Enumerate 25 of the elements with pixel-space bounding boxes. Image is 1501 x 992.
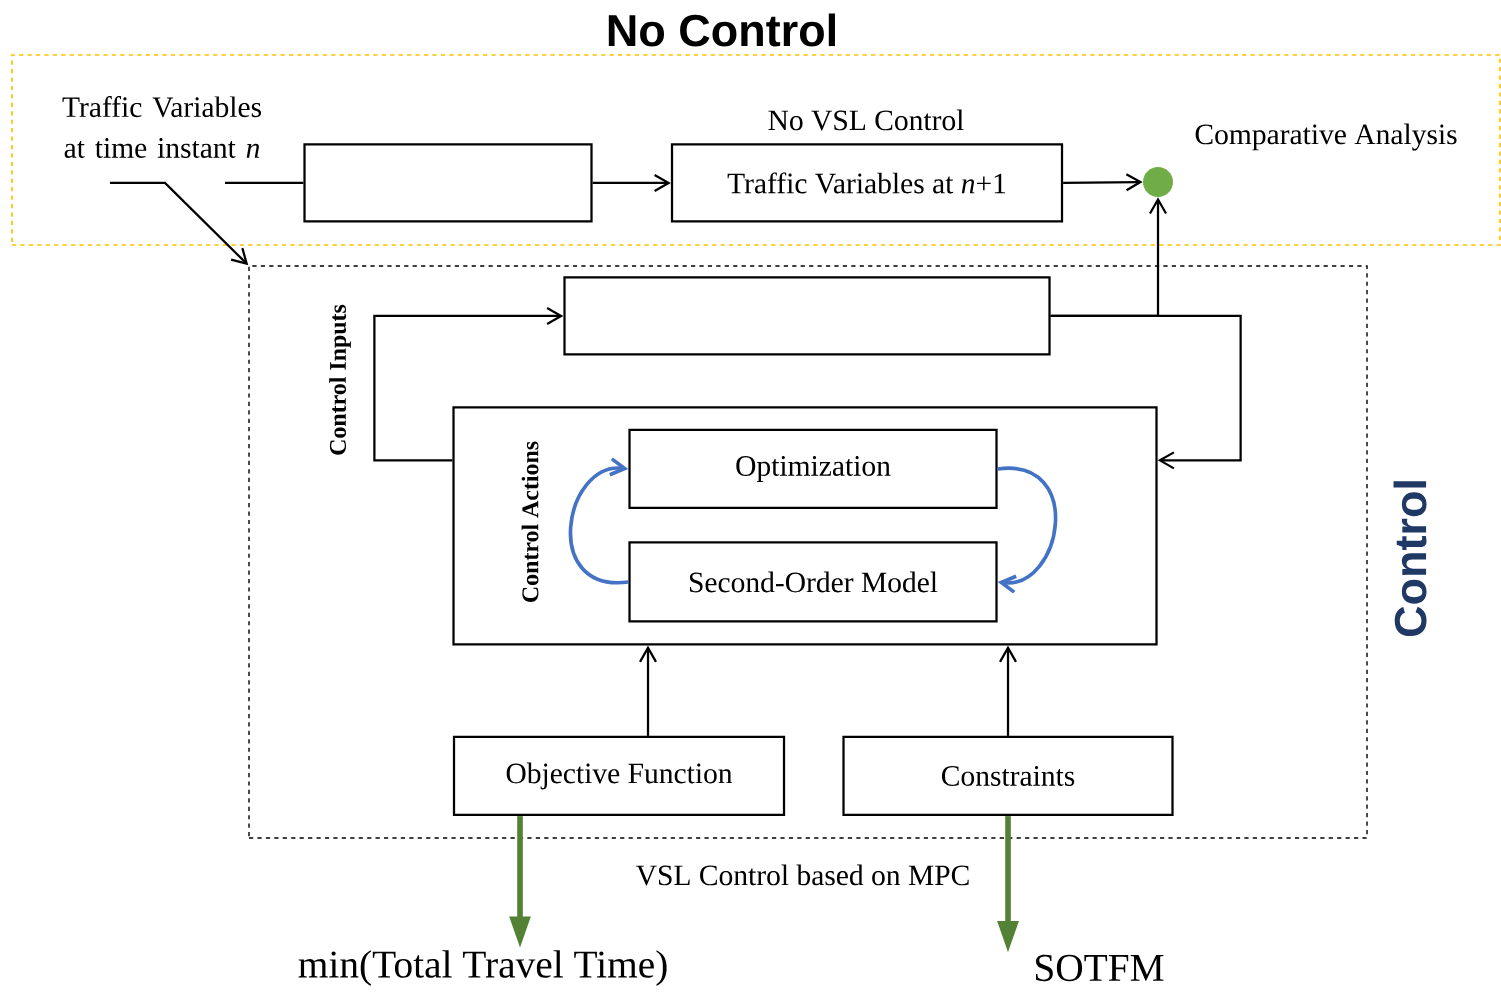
text-label: Traffic Variables at time instant n [62,96,262,158]
region-title: No Control [608,13,835,47]
process-box: Constraints [842,735,1174,817]
empty-box [303,143,593,223]
edge-label: Control Inputs [329,304,351,455]
process-box: Optimization [628,428,998,510]
text-label: min(Total Travel Time) [298,950,667,986]
arrow [373,307,564,462]
process-box: Traffic Variables at n+1 [670,143,1064,223]
text-label: SOTFM [1036,954,1164,982]
region-title: Control [1393,481,1427,637]
arrow [568,457,629,584]
arrow [1063,173,1143,192]
caption-text: Comparative Analysis [1195,123,1457,151]
empty-box [563,276,1051,356]
arrow [639,645,657,736]
arrow [592,174,671,192]
caption-text: No VSL Control [768,109,964,131]
arrow [110,181,249,266]
caption-text: VSL Control based on MPC [636,864,969,886]
process-box: Second-Order Model [628,541,998,623]
arrow [999,645,1017,736]
process-box: Objective Function [452,735,786,817]
arrow [1050,314,1242,470]
arrow [997,467,1058,594]
